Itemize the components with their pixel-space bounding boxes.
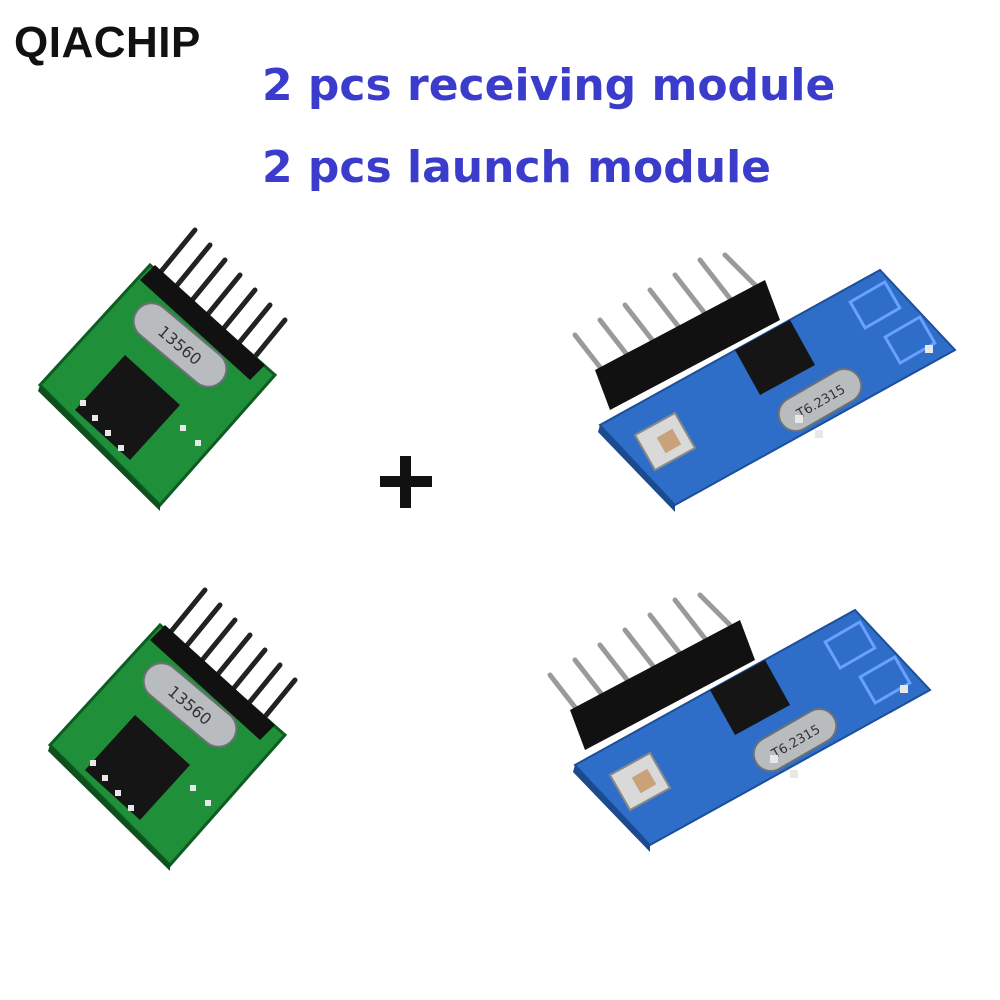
plus-icon <box>376 452 436 512</box>
brand-logo: QIACHIP <box>14 18 201 67</box>
headline-receiving: 2 pcs receiving module <box>262 60 836 111</box>
launch-module-bottom: T6.2315 <box>547 592 932 852</box>
receiver-module-bottom: 13560 <box>47 587 298 871</box>
headline-launch: 2 pcs launch module <box>262 142 771 193</box>
receiver-module-top: 13560 <box>37 227 288 511</box>
launch-module-top: T6.2315 <box>572 252 957 512</box>
